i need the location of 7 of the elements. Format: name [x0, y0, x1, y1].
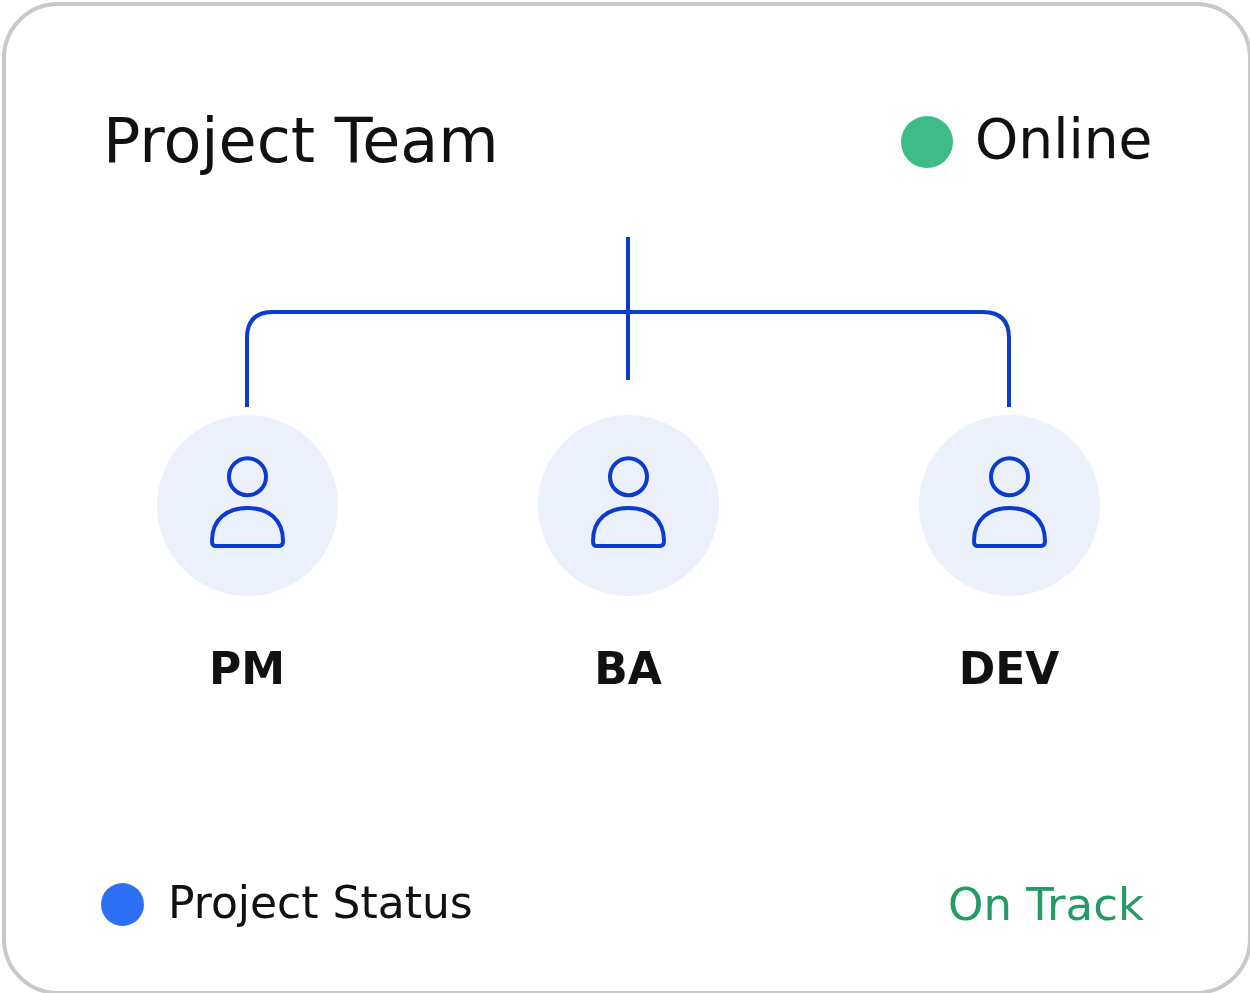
status-value: On Track [948, 882, 1144, 927]
status-label: Project Status [168, 881, 473, 925]
role-label: PM [207, 647, 286, 691]
status-label: Online [975, 112, 1153, 167]
connector-line [626, 237, 1011, 407]
role-label: DEV [957, 647, 1061, 691]
role-label: BA [593, 647, 663, 691]
